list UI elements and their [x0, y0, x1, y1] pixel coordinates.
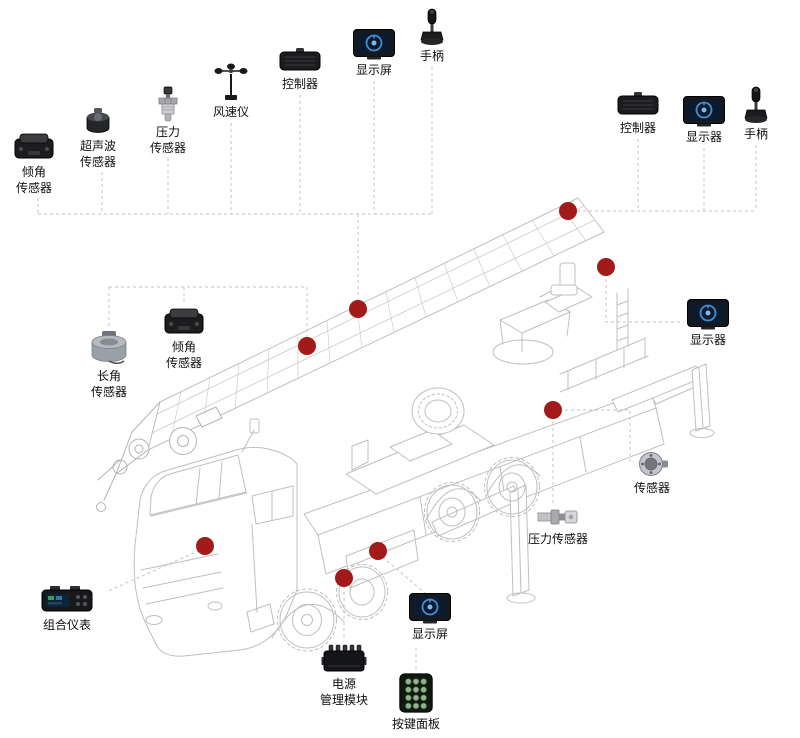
callout-label: 传感器	[634, 481, 671, 495]
callout-label: 显示屏	[355, 63, 392, 77]
tilt-sensor-icon	[12, 130, 56, 162]
tilt-sensor-icon	[162, 305, 206, 337]
pressure-sensor-icon	[536, 505, 580, 529]
callout-label: 控制器	[619, 121, 656, 135]
callout-combo-instrument: 组合仪表	[40, 585, 94, 634]
mount-point-marker	[298, 337, 316, 355]
callout-label: 压力传感器	[528, 532, 589, 546]
callout-joystick-right: 手柄	[744, 86, 768, 143]
callout-label: 显示器	[689, 333, 726, 347]
callout-display-mid-right: 显示器	[686, 298, 730, 349]
display-icon	[686, 298, 730, 330]
callout-display-upper-right: 显示器	[682, 95, 726, 146]
callout-controller-right: 控制器	[616, 92, 660, 137]
callout-label: 控制器	[281, 77, 318, 91]
callout-ultrasonic-sensor: 超声波 传感器	[80, 108, 116, 171]
callout-label: 组合仪表	[42, 618, 91, 632]
round-sensor-icon	[636, 450, 668, 478]
callout-label: 倾角 传感器	[165, 340, 202, 370]
mount-point-markers	[196, 202, 615, 587]
callout-label: 显示器	[685, 130, 722, 144]
callout-keypad: 按键面板	[392, 672, 440, 733]
instrument-cluster-icon	[40, 585, 94, 615]
truck-wireframe	[96, 197, 715, 657]
callout-label: 电源 管理模块	[320, 677, 369, 707]
display-icon	[682, 95, 726, 127]
callout-anemometer: 风速仪	[213, 62, 249, 121]
callout-joystick-top: 手柄	[420, 8, 444, 65]
mount-point-marker	[335, 569, 353, 587]
display-icon	[408, 592, 452, 624]
callout-sensor-right: 传感器	[634, 450, 670, 497]
callout-controller-top: 控制器	[278, 48, 322, 93]
controller-icon	[278, 48, 322, 74]
pressure-sensor-icon	[155, 86, 181, 122]
mount-point-marker	[369, 542, 387, 560]
callout-label: 长角 传感器	[90, 369, 127, 399]
callout-tilt-sensor-upper-left: 倾角 传感器	[12, 130, 56, 197]
callout-pressure-sensor-top: 压力 传感器	[150, 86, 186, 157]
callout-label: 风速仪	[213, 105, 250, 119]
power-module-icon	[321, 642, 367, 674]
callout-label: 手柄	[744, 127, 769, 141]
mount-point-marker	[544, 401, 562, 419]
joystick-icon	[420, 8, 444, 46]
connector-lines	[37, 67, 757, 670]
callout-label: 压力 传感器	[150, 125, 187, 155]
mount-point-marker	[196, 537, 214, 555]
callout-power-module: 电源 管理模块	[320, 642, 368, 709]
callout-label: 按键面板	[392, 717, 441, 731]
callout-length-angle-sensor: 长角 传感器	[88, 330, 130, 401]
mount-point-marker	[597, 258, 615, 276]
callout-label: 显示屏	[411, 627, 448, 641]
mount-point-marker	[559, 202, 577, 220]
cable-reel-sensor-icon	[88, 330, 130, 366]
callout-pressure-sensor-right: 压力传感器	[528, 505, 588, 548]
display-icon	[352, 28, 396, 60]
callout-label: 手柄	[420, 49, 445, 63]
ultrasonic-sensor-icon	[81, 108, 115, 136]
joystick-icon	[744, 86, 768, 124]
keypad-icon	[396, 672, 436, 714]
callout-display-top: 显示屏	[352, 28, 396, 79]
mount-point-marker	[349, 300, 367, 318]
callout-label: 倾角 传感器	[15, 165, 52, 195]
anemometer-icon	[214, 62, 248, 102]
callout-tilt-sensor-boom: 倾角 传感器	[162, 305, 206, 372]
callout-label: 超声波 传感器	[80, 139, 117, 169]
callout-display-bottom: 显示屏	[408, 592, 452, 643]
controller-icon	[616, 92, 660, 118]
